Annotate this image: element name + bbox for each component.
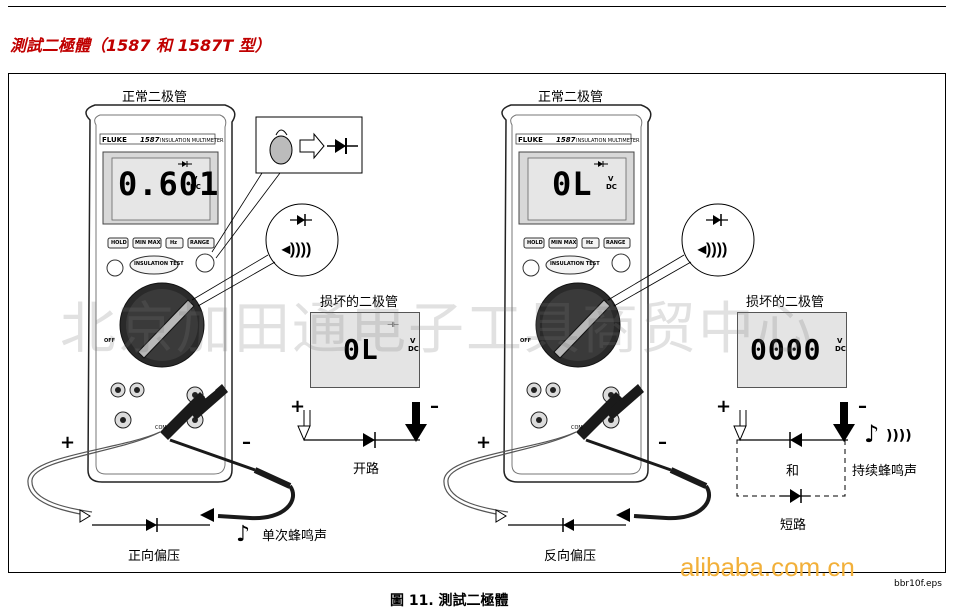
left-insulation-test-button: INSULATION TEST: [134, 261, 184, 267]
inset-switch-diagram: [211, 116, 363, 259]
left-minus-sign: –: [242, 432, 251, 453]
left-off-label: OFF: [104, 338, 116, 344]
right-brand-logo: FLUKE: [518, 136, 543, 144]
left-model-label: 1587: [140, 136, 160, 144]
right-model-label: 1587: [556, 136, 576, 144]
right-insulation-test-button: INSULATION TEST: [550, 261, 600, 267]
right-meter-plus-sign: +: [476, 432, 492, 453]
mid-plus-sign: +: [290, 396, 306, 417]
left-range-button: RANGE: [190, 240, 210, 246]
left-heading: 正常二极管: [122, 90, 188, 105]
figure-caption: 圖 11. 測試二極體: [390, 593, 509, 609]
left-meter-body: [27, 104, 296, 521]
right-and-label: 和: [786, 464, 800, 479]
mid-open-circuit: [297, 402, 427, 448]
svg-text:◂)))): ◂)))): [281, 241, 311, 258]
right-lcd-reading: 0000: [750, 333, 822, 366]
mid-lcd-display: ⊣⊢ 0L V DC: [310, 312, 420, 388]
right-lcd-unit-v: V: [837, 337, 843, 345]
right-plus-sign: +: [716, 396, 732, 417]
right-lcd-display: 0000 V DC: [737, 312, 847, 388]
left-plus-sign: +: [60, 432, 76, 453]
right-hz-button: Hz: [586, 240, 594, 246]
right-minus-sign: –: [858, 396, 867, 417]
right-speaker-sound-icon: )))): [886, 428, 912, 444]
mid-lcd-unit-dc: DC: [408, 345, 419, 353]
right-music-note-icon: ♪: [864, 420, 880, 448]
left-com-label: COM: [155, 425, 167, 431]
right-reverse-circuit: [495, 508, 630, 532]
right-short-circuit-label: 短路: [780, 518, 807, 533]
right-com-label: COM: [571, 425, 583, 431]
right-meter-lcd-unit-v: V: [608, 175, 614, 183]
figure-frame: [8, 73, 946, 573]
right-range-button: RANGE: [606, 240, 626, 246]
right-meter-subtitle: INSULATION MULTIMETER: [576, 138, 640, 144]
left-lcd-reading: 0.601: [118, 165, 220, 203]
right-lcd-unit-dc: DC: [835, 345, 846, 353]
left-brand-logo: FLUKE: [102, 136, 127, 144]
page-title: 測試二極體（1587 和 1587T 型）: [10, 36, 271, 55]
mid-minus-sign: –: [430, 396, 439, 417]
left-hz-button: Hz: [170, 240, 178, 246]
left-forward-bias-label: 正向偏压: [128, 549, 181, 564]
right-continuous-beep-label: 持续蜂鸣声: [852, 464, 918, 479]
mid-lcd-reading: 0L: [343, 333, 379, 366]
right-meter-lcd-reading: 0L: [552, 165, 593, 203]
right-short-circuit: [733, 402, 855, 503]
left-lcd-unit-v: V: [192, 175, 198, 183]
top-rule: [8, 6, 946, 7]
chinese-watermark: 北京加田通电子工具商贸中心: [60, 297, 814, 362]
left-single-beep-label: 单次蜂鸣声: [262, 529, 328, 544]
left-minmax-button: MIN MAX: [135, 240, 161, 246]
mid-lcd-diode-icon: ⊣⊢: [387, 321, 400, 329]
left-hold-button: HOLD: [111, 240, 127, 246]
right-reverse-bias-label: 反向偏压: [544, 549, 597, 564]
right-magnifier: ◂)))): [607, 203, 755, 307]
left-magnifier: ◂)))): [191, 203, 339, 307]
right-hold-button: HOLD: [527, 240, 543, 246]
right-meter-body: [443, 104, 712, 521]
right-minmax-button: MIN MAX: [551, 240, 577, 246]
left-forward-circuit: [79, 508, 214, 532]
svg-text:◂)))): ◂)))): [697, 241, 727, 258]
left-music-note-icon: ♪: [236, 522, 251, 547]
mid-heading: 损坏的二极管: [320, 295, 399, 310]
right-heading: 损坏的二极管: [746, 295, 825, 310]
right-off-label: OFF: [520, 338, 532, 344]
right-meter-lcd-unit-dc: DC: [606, 183, 617, 191]
site-watermark: alibaba.com.cn: [680, 552, 855, 582]
right-meter-heading: 正常二极管: [538, 90, 604, 105]
left-lcd-unit-dc: DC: [190, 183, 201, 191]
left-meter-subtitle: INSULATION MULTIMETER: [160, 138, 224, 144]
mid-open-circuit-label: 开路: [353, 462, 380, 477]
figure-filename: bbr10f.eps: [894, 579, 942, 589]
mid-lcd-unit-v: V: [410, 337, 416, 345]
right-meter-minus-sign: –: [658, 432, 667, 453]
